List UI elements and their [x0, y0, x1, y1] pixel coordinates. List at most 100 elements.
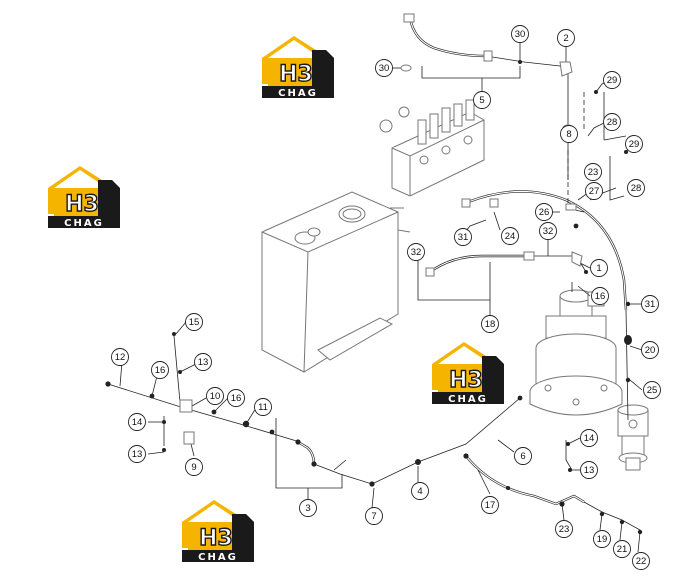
callout-number: 14	[584, 433, 595, 444]
callout-circle	[411, 482, 429, 500]
callout-31: 31	[641, 295, 659, 313]
callout-circle	[151, 361, 169, 379]
callout-circle	[254, 398, 272, 416]
callout-circle	[580, 429, 598, 447]
callout-circle	[593, 530, 611, 548]
swing-motor	[529, 289, 623, 416]
callout-number: 16	[155, 365, 166, 376]
callout-number: 9	[191, 462, 196, 473]
callout-number: 13	[584, 465, 595, 476]
callout-number: 31	[645, 299, 656, 310]
callout-27: 27	[585, 182, 603, 200]
callout-28: 28	[627, 179, 645, 197]
callout-circle	[560, 125, 578, 143]
callout-number: 1	[596, 263, 601, 274]
callout-circle	[514, 447, 532, 465]
callout-29: 29	[625, 135, 643, 153]
callout-number: 29	[607, 75, 618, 86]
callout-circle	[407, 243, 425, 261]
callout-7: 7	[365, 507, 383, 525]
callout-circle	[128, 445, 146, 463]
callout-circle	[627, 179, 645, 197]
watermark-code: H3	[199, 526, 233, 551]
callout-circle	[603, 71, 621, 89]
callout-number: 13	[198, 357, 209, 368]
watermark-code: H3	[449, 368, 483, 393]
watermark-name: CHAG	[64, 218, 104, 229]
callout-circle	[584, 163, 602, 181]
callout-circle	[128, 413, 146, 431]
callout-17: 17	[481, 496, 499, 514]
callout-number: 32	[543, 226, 554, 237]
callout-circle	[185, 313, 203, 331]
callout-circle	[590, 259, 608, 277]
callout-30: 30	[375, 59, 393, 77]
callout-circle	[227, 389, 245, 407]
center-joint	[617, 404, 649, 471]
callout-23: 23	[584, 163, 602, 181]
callout-circle	[111, 348, 129, 366]
watermark-name: CHAG	[198, 552, 238, 563]
callout-number: 2	[563, 33, 568, 44]
callout-circle	[557, 29, 575, 47]
callout-circle	[511, 25, 529, 43]
callout-number: 7	[371, 511, 376, 522]
callout-number: 16	[231, 393, 242, 404]
callout-number: 15	[189, 317, 200, 328]
callout-number: 26	[539, 207, 550, 218]
watermark-code: H3	[279, 62, 313, 87]
callout-5: 5	[473, 91, 491, 109]
callout-number: 24	[505, 231, 516, 242]
callout-32: 32	[539, 222, 557, 240]
watermark-name: CHAG	[448, 394, 488, 405]
callout-number: 20	[645, 345, 656, 356]
callout-16: 16	[591, 287, 609, 305]
callout-16: 16	[227, 389, 245, 407]
callout-circle	[454, 228, 472, 246]
callout-number: 19	[597, 534, 608, 545]
callout-number: 25	[647, 385, 658, 396]
callout-number: 29	[629, 139, 640, 150]
callout-circle	[481, 496, 499, 514]
hydraulic-tank	[261, 191, 411, 373]
callout-circle	[641, 341, 659, 359]
callout-number: 10	[210, 391, 221, 402]
callout-circle	[539, 222, 557, 240]
callout-circle	[365, 507, 383, 525]
watermark-code: H3	[65, 192, 99, 217]
callout-29: 29	[603, 71, 621, 89]
callout-4: 4	[411, 482, 429, 500]
callout-number: 16	[595, 291, 606, 302]
callout-number: 21	[617, 544, 628, 555]
callout-number: 3	[305, 503, 310, 514]
callout-circle	[625, 135, 643, 153]
callout-28: 28	[603, 113, 621, 131]
callout-circle	[481, 315, 499, 333]
callout-circle	[185, 458, 203, 476]
callout-circle	[375, 59, 393, 77]
callout-number: 27	[589, 186, 600, 197]
callout-circle	[473, 91, 491, 109]
callout-number: 6	[520, 451, 525, 462]
callout-number: 8	[566, 129, 571, 140]
callout-circle	[194, 353, 212, 371]
callout-12: 12	[111, 348, 129, 366]
callout-number: 17	[485, 500, 496, 511]
callout-circle	[555, 520, 573, 538]
callout-13: 13	[194, 353, 212, 371]
callout-31: 31	[454, 228, 472, 246]
callout-number: 28	[607, 117, 618, 128]
callout-circle	[632, 552, 650, 570]
fittings	[105, 13, 643, 535]
callout-number: 14	[132, 417, 143, 428]
callout-circle	[535, 203, 553, 221]
callout-6: 6	[514, 447, 532, 465]
callout-8: 8	[560, 125, 578, 143]
callout-circle	[585, 182, 603, 200]
